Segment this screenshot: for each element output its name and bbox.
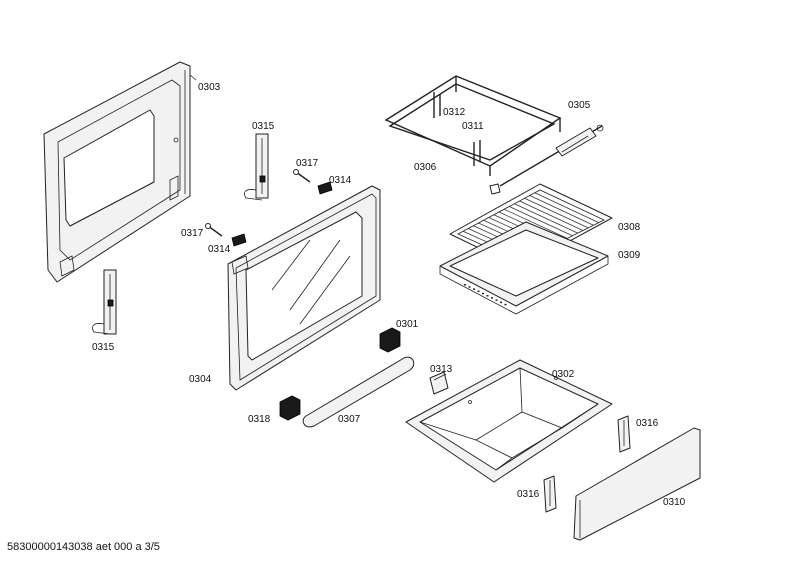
label-0314-lower: 0314 [208, 244, 231, 255]
tray-slot [473, 288, 475, 290]
tray-slot [491, 297, 493, 299]
foot-0301 [379, 327, 401, 353]
label-0313: 0313 [430, 364, 453, 375]
drawer-slide-0316-right [617, 415, 631, 453]
label-0315-lower: 0315 [92, 342, 115, 353]
tray-slot [482, 292, 484, 295]
label-0303: 0303 [198, 82, 221, 93]
label-0315-upper: 0315 [252, 121, 275, 132]
bracket-0313 [429, 371, 449, 395]
tray-slot [464, 284, 466, 286]
rack-wire [529, 195, 594, 226]
baking-tray-0309 [439, 221, 609, 315]
drawing-reference-footer: 58300000143038 aet 000 a 3/5 [7, 541, 160, 553]
label-0305: 0305 [568, 100, 591, 111]
tray-slot [486, 295, 489, 297]
tray-slot [495, 299, 498, 301]
rack-wire [524, 197, 589, 229]
label-0304: 0304 [189, 374, 212, 385]
label-0316-right: 0316 [636, 418, 659, 429]
label-0302: 0302 [552, 369, 575, 380]
label-0309: 0309 [618, 250, 641, 261]
tray-slot [468, 286, 471, 288]
clip-0314-lower [231, 233, 247, 247]
label-0314-upper: 0314 [329, 175, 352, 186]
hinge-0315-lower [92, 269, 117, 335]
foot-0318 [279, 395, 301, 421]
tray-slot [500, 301, 502, 304]
outer-door-0304 [227, 185, 381, 391]
rack-wire [509, 206, 573, 237]
rack-wire [514, 203, 578, 234]
rack-wire [534, 192, 599, 223]
pin-0317-lower [205, 223, 223, 237]
label-0312: 0312 [443, 107, 466, 118]
handle-0307 [302, 356, 415, 428]
rotisserie-0305 [489, 124, 604, 195]
label-0301: 0301 [396, 319, 419, 330]
clip-0314-upper [317, 181, 333, 195]
drawer-0302 [405, 359, 613, 483]
label-0308: 0308 [618, 222, 641, 233]
support-0312 [433, 92, 441, 118]
drawer-front-0310 [573, 427, 701, 541]
label-0311: 0311 [462, 121, 484, 132]
rack-wire [519, 200, 584, 231]
pin-0317-upper [293, 169, 311, 183]
drawer-slide-0316-left [543, 475, 557, 513]
label-0317-lower: 0317 [181, 228, 204, 239]
rack-wire [503, 208, 568, 239]
leader-0303 [189, 74, 197, 81]
tray-slot [504, 303, 507, 306]
tray-slot [477, 290, 480, 293]
support-0311 [473, 140, 481, 166]
inner-door-panel-0303 [43, 61, 191, 283]
hinge-0315-upper [244, 133, 269, 201]
label-0317-upper: 0317 [296, 158, 319, 169]
label-0310: 0310 [663, 497, 686, 508]
part-labels: 0303 0315 0317 0314 0317 0314 0315 0304 … [92, 82, 686, 508]
label-0318: 0318 [248, 414, 271, 425]
label-0316-left: 0316 [517, 489, 540, 500]
label-0307: 0307 [338, 414, 361, 425]
label-0306: 0306 [414, 162, 437, 173]
